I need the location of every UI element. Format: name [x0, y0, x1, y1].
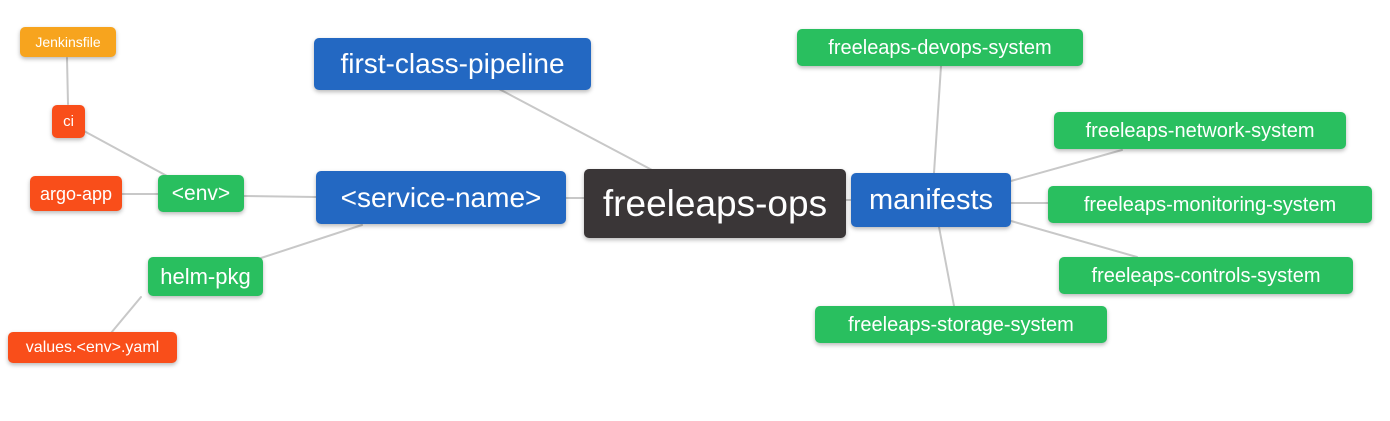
edge-manifests-devops — [933, 65, 942, 174]
node-argo-app[interactable]: argo-app — [30, 176, 122, 211]
node-env[interactable]: <env> — [158, 175, 244, 212]
node-freeleaps-network-system[interactable]: freeleaps-network-system — [1054, 112, 1346, 149]
node-jenkinsfile[interactable]: Jenkinsfile — [20, 27, 116, 57]
node-values-env-yaml[interactable]: values.<env>.yaml — [8, 332, 177, 363]
edge-pipeline-ops — [498, 88, 653, 171]
edge-jenkinsfile-ci — [66, 57, 69, 105]
edge-env-service-name — [243, 195, 317, 198]
node-freeleaps-storage-system[interactable]: freeleaps-storage-system — [815, 306, 1107, 343]
node-first-class-pipeline[interactable]: first-class-pipeline — [314, 38, 591, 90]
edge-manifests-network — [1010, 149, 1123, 182]
edge-ci-env — [83, 130, 168, 177]
edge-helm-pkg-service-name — [260, 224, 363, 259]
node-freeleaps-monitoring-system[interactable]: freeleaps-monitoring-system — [1048, 186, 1372, 223]
edge-manifests-storage — [938, 226, 955, 307]
node-freeleaps-ops[interactable]: freeleaps-ops — [584, 169, 846, 238]
node-ci[interactable]: ci — [52, 105, 85, 138]
node-freeleaps-controls-system[interactable]: freeleaps-controls-system — [1059, 257, 1353, 294]
edge-helm-pkg-values — [110, 296, 142, 334]
edge-manifests-controls — [1010, 220, 1138, 258]
node-manifests[interactable]: manifests — [851, 173, 1011, 227]
node-service-name[interactable]: <service-name> — [316, 171, 566, 224]
node-helm-pkg[interactable]: helm-pkg — [148, 257, 263, 296]
node-freeleaps-devops-system[interactable]: freeleaps-devops-system — [797, 29, 1083, 66]
